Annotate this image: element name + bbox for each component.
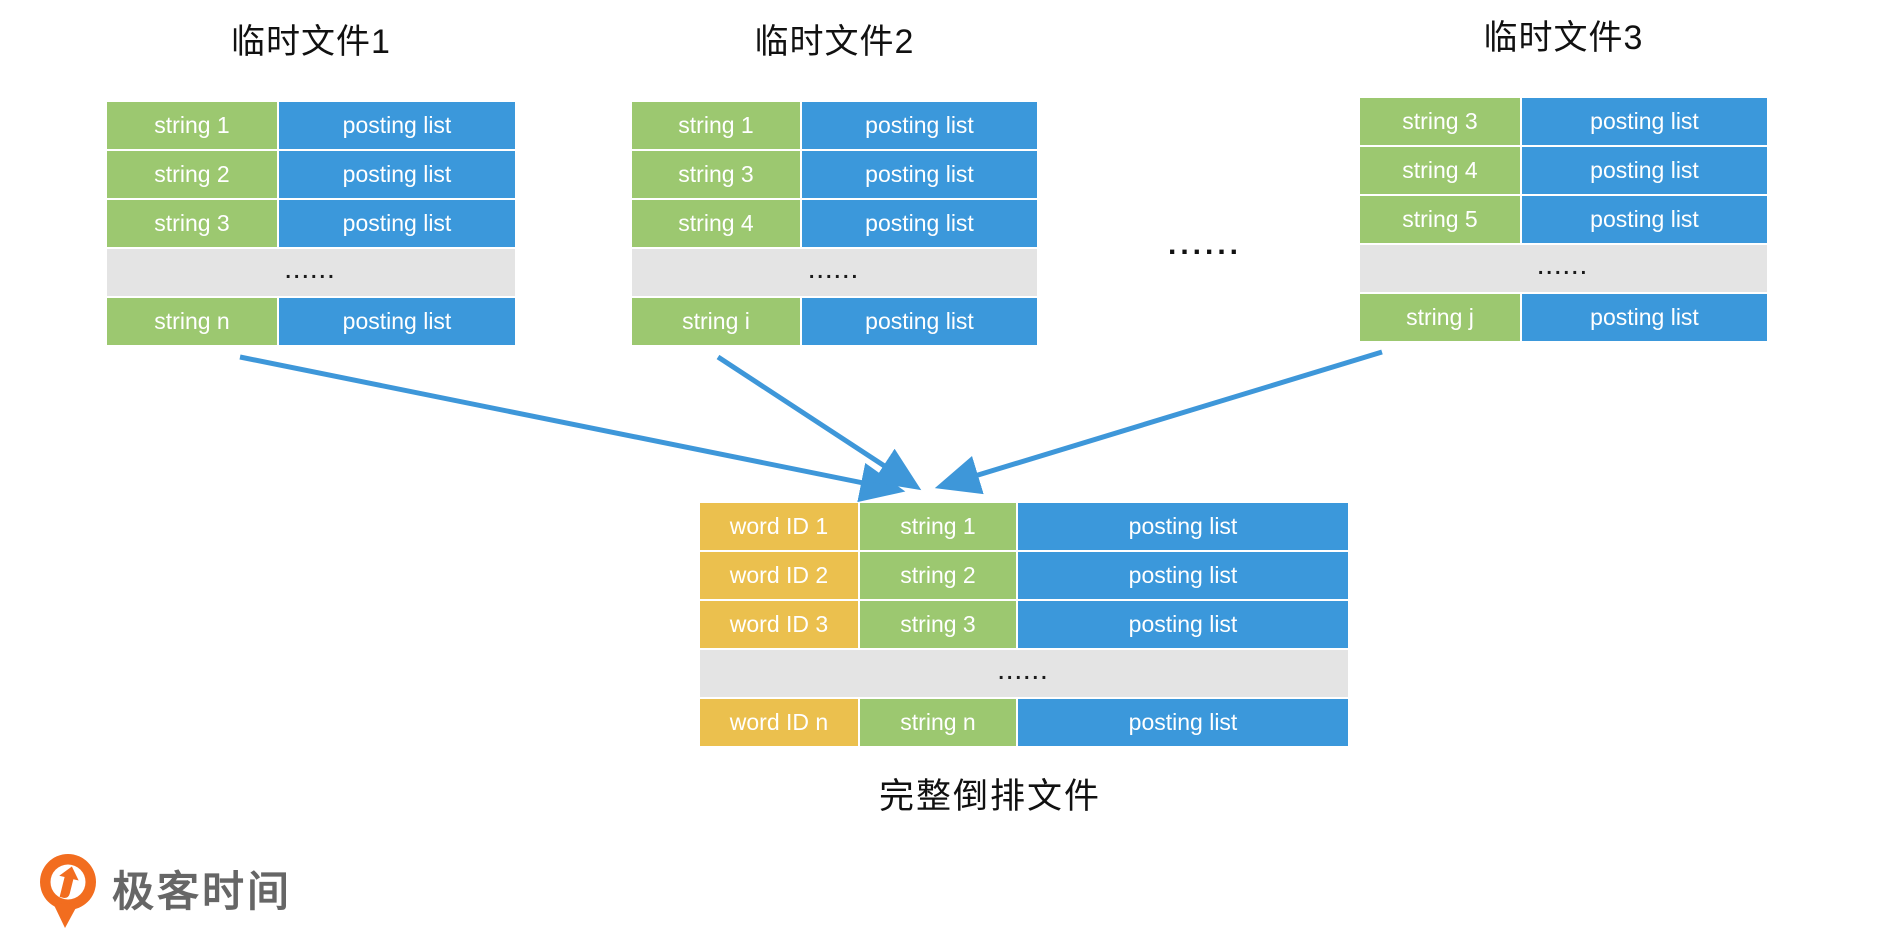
posting-list-cell: posting list <box>1522 196 1767 243</box>
posting-list-cell: posting list <box>279 151 515 198</box>
temp-file-2-table: string 1 posting list string 3 posting l… <box>632 102 1037 345</box>
string-cell: string 2 <box>860 552 1016 599</box>
table-row: string 1 posting list <box>107 102 515 149</box>
table-row: string 1 posting list <box>632 102 1037 149</box>
posting-list-cell: posting list <box>1018 601 1348 648</box>
temp-file-3-title: 临时文件3 <box>1483 19 1644 57</box>
string-cell: string 4 <box>632 200 800 247</box>
table-row: string 3 posting list <box>1360 98 1767 145</box>
table-row: string 5 posting list <box>1360 196 1767 243</box>
posting-list-cell: posting list <box>1522 147 1767 194</box>
geektime-logo: 极客时间 <box>38 852 292 932</box>
posting-list-cell: posting list <box>1018 503 1348 550</box>
string-cell: string 5 <box>1360 196 1520 243</box>
posting-list-cell: posting list <box>802 298 1037 345</box>
string-cell: string 3 <box>632 151 800 198</box>
string-cell: string 3 <box>1360 98 1520 145</box>
posting-list-cell: posting list <box>279 298 515 345</box>
table-row: string n posting list <box>107 298 515 345</box>
arrow-from-file1 <box>239 354 906 503</box>
ellipsis-row: ...... <box>632 249 1037 296</box>
logo-pin-icon <box>40 854 96 928</box>
string-cell: string 1 <box>860 503 1016 550</box>
word-id-cell: word ID 1 <box>700 503 858 550</box>
string-cell: string 4 <box>1360 147 1520 194</box>
string-cell: string j <box>1360 294 1520 341</box>
ellipsis-row: ...... <box>1360 245 1767 292</box>
table-row: word ID 2 string 2 posting list <box>700 552 1348 599</box>
posting-list-cell: posting list <box>802 151 1037 198</box>
table-row: string j posting list <box>1360 294 1767 341</box>
string-cell: string i <box>632 298 800 345</box>
word-id-cell: word ID n <box>700 699 858 746</box>
arrow-from-file3 <box>934 349 1383 495</box>
temp-file-1-title: 临时文件1 <box>231 23 391 61</box>
table-row: string 2 posting list <box>107 151 515 198</box>
string-cell: string 1 <box>632 102 800 149</box>
table-row: word ID 1 string 1 posting list <box>700 503 1348 550</box>
word-id-cell: word ID 3 <box>700 601 858 648</box>
posting-list-cell: posting list <box>279 102 515 149</box>
table-row: string i posting list <box>632 298 1037 345</box>
string-cell: string n <box>860 699 1016 746</box>
temp-file-2-title: 临时文件2 <box>754 23 915 61</box>
table-row: word ID 3 string 3 posting list <box>700 601 1348 648</box>
string-cell: string 3 <box>860 601 1016 648</box>
posting-list-cell: posting list <box>1018 699 1348 746</box>
table-row: word ID n string n posting list <box>700 699 1348 746</box>
merged-table-caption: 完整倒排文件 <box>878 777 1101 816</box>
posting-list-cell: posting list <box>1522 294 1767 341</box>
posting-list-cell: posting list <box>279 200 515 247</box>
string-cell: string 2 <box>107 151 277 198</box>
ellipsis-row: ...... <box>107 249 515 296</box>
between-tables-ellipsis: ...... <box>1167 228 1242 261</box>
posting-list-cell: posting list <box>1018 552 1348 599</box>
posting-list-cell: posting list <box>802 200 1037 247</box>
arrow-from-file2 <box>716 354 922 491</box>
string-cell: string 3 <box>107 200 277 247</box>
table-row: string 4 posting list <box>1360 147 1767 194</box>
posting-list-cell: posting list <box>802 102 1037 149</box>
string-cell: string n <box>107 298 277 345</box>
logo-text: 极客时间 <box>112 868 293 915</box>
ellipsis-row: ...... <box>700 650 1348 697</box>
temp-file-1-table: string 1 posting list string 2 posting l… <box>107 102 515 345</box>
posting-list-cell: posting list <box>1522 98 1767 145</box>
merged-inverted-table: word ID 1 string 1 posting list word ID … <box>700 503 1348 746</box>
table-row: string 4 posting list <box>632 200 1037 247</box>
table-row: string 3 posting list <box>632 151 1037 198</box>
table-row: string 3 posting list <box>107 200 515 247</box>
word-id-cell: word ID 2 <box>700 552 858 599</box>
temp-file-3-table: string 3 posting list string 4 posting l… <box>1360 98 1767 341</box>
string-cell: string 1 <box>107 102 277 149</box>
